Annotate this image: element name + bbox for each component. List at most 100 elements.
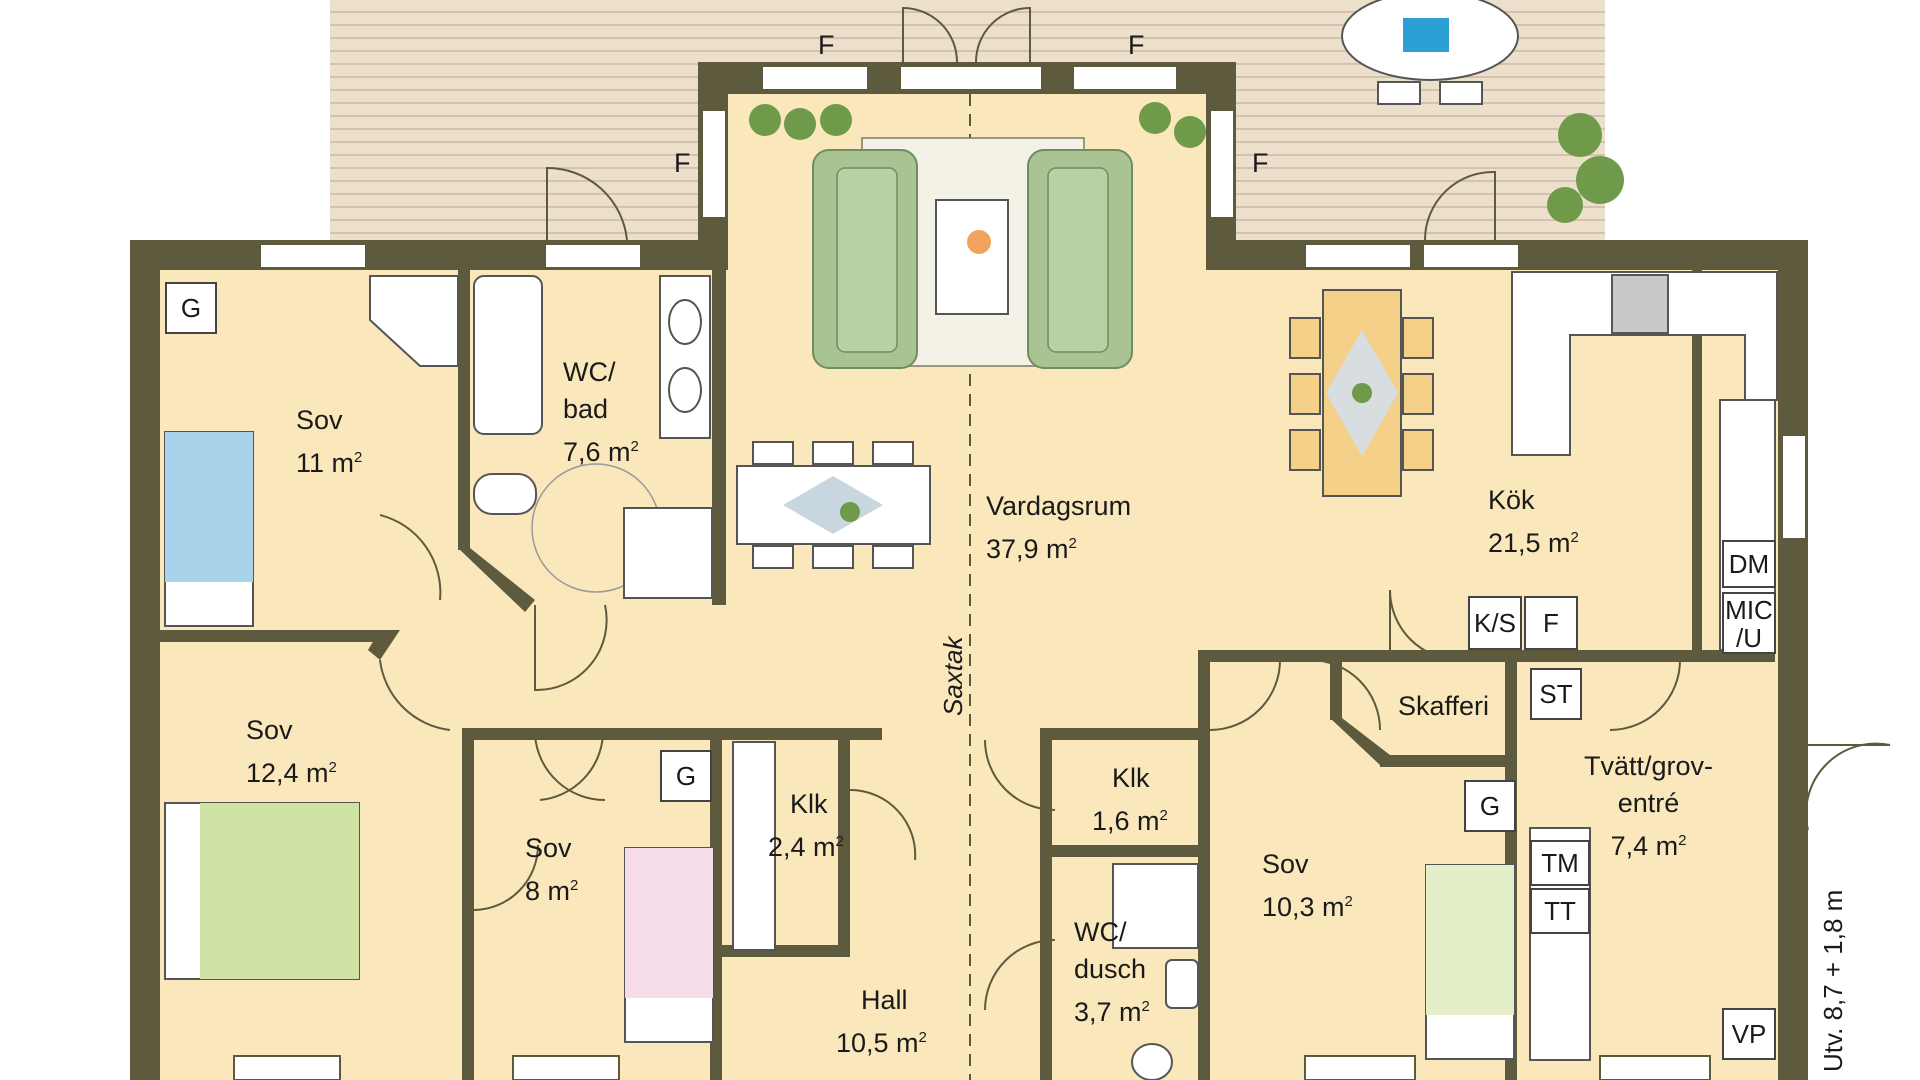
shower-dusch xyxy=(1112,863,1199,949)
ridge-label-saxtak: Saxtak xyxy=(938,636,968,717)
marker-mic-line2: /U xyxy=(1736,623,1762,653)
marker-tm: TM xyxy=(1530,840,1590,886)
marker-f-kok: F xyxy=(1524,596,1578,650)
room-sov4-area-sup: 2 xyxy=(1344,893,1353,910)
room-tvatt-area-value: 7,4 m xyxy=(1610,831,1679,861)
room-hall: Hall 10,5 m2 xyxy=(836,982,927,1062)
wardrobe-klk1 xyxy=(732,741,776,951)
bathtub xyxy=(473,275,543,435)
sink-dusch xyxy=(1165,959,1199,1009)
door-swings xyxy=(379,6,1891,1011)
room-hall-area: 10,5 m2 xyxy=(836,1019,927,1062)
desk-sov1 xyxy=(369,275,459,367)
room-wcbad: WC/ bad 7,6 m2 xyxy=(563,354,639,471)
room-sov3: Sov 8 m2 xyxy=(525,830,578,910)
room-sov2-area-sup: 2 xyxy=(328,759,337,776)
coffee-table xyxy=(935,199,1009,315)
marker-g-sov4: G xyxy=(1464,780,1516,832)
window-marker-f-4: F xyxy=(1252,148,1269,178)
room-wcdusch: WC/ dusch 3,7 m2 xyxy=(1074,914,1150,1031)
room-tvatt-name2: entré xyxy=(1617,788,1680,818)
room-vardagsrum: Vardagsrum 37,9 m2 xyxy=(986,488,1131,568)
marker-vp: VP xyxy=(1722,1008,1776,1060)
room-klk2-area-value: 1,6 m xyxy=(1092,806,1160,836)
room-sov2-area-value: 12,4 m xyxy=(246,758,329,788)
room-sov1: Sov 11 m2 xyxy=(296,402,362,482)
room-wcbad-name2: bad xyxy=(563,394,609,424)
dining-table-left xyxy=(736,441,931,569)
room-sov3-area-sup: 2 xyxy=(570,877,579,894)
room-sov3-name: Sov xyxy=(525,833,572,863)
marker-mic: MIC /U xyxy=(1722,592,1776,654)
marker-dm: DM xyxy=(1722,540,1776,588)
marker-st: ST xyxy=(1530,668,1582,720)
room-sov2: Sov 12,4 m2 xyxy=(246,712,337,792)
window-marker-f-3: F xyxy=(674,148,691,178)
room-sov4: Sov 10,3 m2 xyxy=(1262,846,1353,926)
window-marker-f-1: F xyxy=(818,30,835,60)
sofa-left xyxy=(812,149,918,369)
room-klk1-area-sup: 2 xyxy=(835,833,844,850)
room-klk1-area-value: 2,4 m xyxy=(768,832,836,862)
room-wcbad-area-sup: 2 xyxy=(630,438,639,455)
window-marker-f-2: F xyxy=(1128,30,1145,60)
room-klk2-area-sup: 2 xyxy=(1159,807,1168,824)
room-sov1-area-sup: 2 xyxy=(354,449,363,466)
fireplace xyxy=(1611,274,1669,334)
room-wcbad-name1: WC/ xyxy=(563,357,616,387)
room-wcbad-area: 7,6 m2 xyxy=(563,428,639,471)
toilet-dusch xyxy=(1131,1043,1173,1080)
room-kok-area: 21,5 m2 xyxy=(1488,519,1579,562)
room-skafferi: Skafferi xyxy=(1398,688,1489,725)
room-hall-area-value: 10,5 m xyxy=(836,1028,919,1058)
room-tvatt-area-sup: 2 xyxy=(1678,832,1687,849)
room-kok-area-sup: 2 xyxy=(1570,529,1579,546)
dining-table-right xyxy=(1289,289,1434,497)
room-wcdusch-name1: WC/ xyxy=(1074,917,1127,947)
room-sov3-area: 8 m2 xyxy=(525,867,578,910)
room-klk1-area: 2,4 m2 xyxy=(768,823,844,866)
marker-mic-line1: MIC xyxy=(1725,595,1773,625)
room-wcdusch-area-sup: 2 xyxy=(1141,998,1150,1015)
room-sov1-area-value: 11 m xyxy=(296,448,355,478)
interior-walls xyxy=(160,270,1775,1080)
room-vardagsrum-area: 37,9 m2 xyxy=(986,525,1131,568)
room-wcdusch-area: 3,7 m2 xyxy=(1074,988,1150,1031)
room-kok: Kök 21,5 m2 xyxy=(1488,482,1579,562)
room-tvatt: Tvätt/grov- entré 7,4 m2 xyxy=(1584,748,1713,865)
marker-ks: K/S xyxy=(1468,596,1522,650)
room-vardagsrum-area-sup: 2 xyxy=(1068,535,1077,552)
room-wcdusch-name2: dusch xyxy=(1074,954,1147,984)
kitchen-counter xyxy=(1511,271,1778,456)
marker-g-sov1: G xyxy=(165,282,217,334)
room-sov3-area-value: 8 m xyxy=(525,876,571,906)
room-klk2-name: Klk xyxy=(1112,763,1150,793)
room-sov2-area: 12,4 m2 xyxy=(246,749,337,792)
plants xyxy=(749,102,1624,522)
marker-g-sov3: G xyxy=(660,750,712,802)
windows xyxy=(233,65,1807,1080)
room-hall-name: Hall xyxy=(861,985,908,1015)
room-klk1: Klk 2,4 m2 xyxy=(768,786,844,866)
room-klk1-name: Klk xyxy=(790,789,828,819)
room-kok-area-value: 21,5 m xyxy=(1488,528,1571,558)
toilet-bad xyxy=(473,473,537,515)
room-sov1-area: 11 m2 xyxy=(296,439,362,482)
room-vardagsrum-area-value: 37,9 m xyxy=(986,534,1069,564)
room-kok-name: Kök xyxy=(1488,485,1535,515)
shower-bad xyxy=(623,507,713,599)
room-wcbad-area-value: 7,6 m xyxy=(563,437,631,467)
room-klk2: Klk 1,6 m2 xyxy=(1092,760,1168,840)
room-sov2-name: Sov xyxy=(246,715,293,745)
marker-tt: TT xyxy=(1530,888,1590,934)
room-sov4-area-value: 10,3 m xyxy=(1262,892,1345,922)
room-klk2-area: 1,6 m2 xyxy=(1092,797,1168,840)
room-sov1-name: Sov xyxy=(296,405,343,435)
room-wcdusch-area-value: 3,7 m xyxy=(1074,997,1142,1027)
room-sov4-name: Sov xyxy=(1262,849,1309,879)
outdoor-dimension-label: Utv. 8,7 + 1,8 m xyxy=(1818,889,1848,1072)
room-hall-area-sup: 2 xyxy=(918,1029,927,1046)
room-tvatt-area: 7,4 m2 xyxy=(1584,822,1713,865)
sofa-right xyxy=(1027,149,1133,369)
